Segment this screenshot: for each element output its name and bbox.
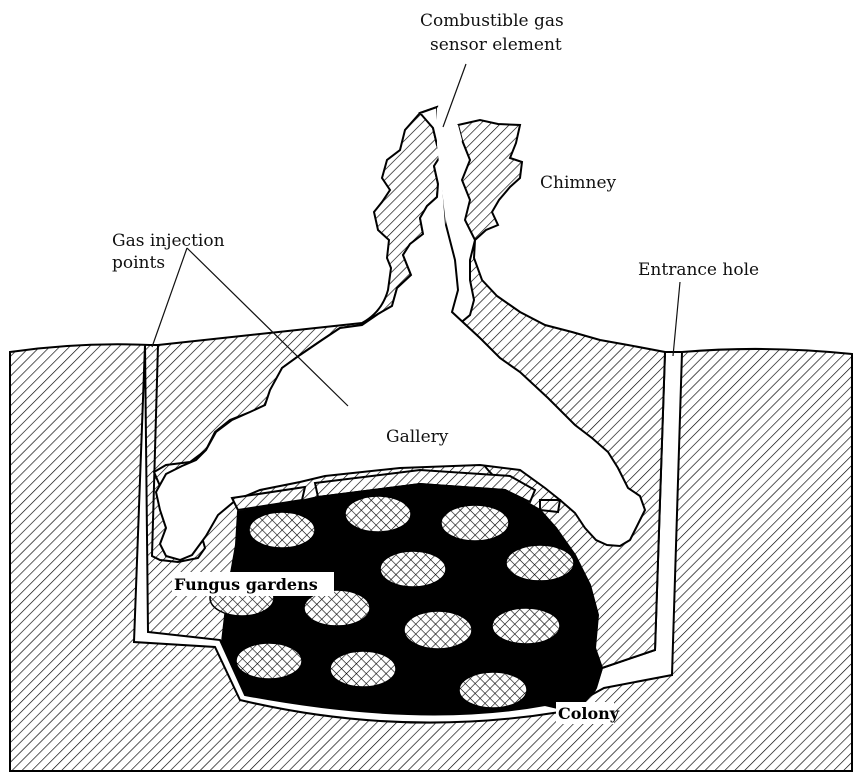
- leader-entrance-hole: [673, 282, 680, 356]
- fungus-garden: [492, 608, 560, 644]
- fungus-garden: [236, 643, 302, 679]
- label-combustible-sensor-line2: sensor element: [430, 35, 562, 55]
- label-colony: Colony: [558, 704, 620, 723]
- leader-sensor: [443, 64, 466, 127]
- fungus-garden: [345, 496, 411, 532]
- label-combustible-sensor-line1: Combustible gas: [420, 11, 564, 31]
- label-gas-injection-line1: Gas injection: [112, 231, 225, 251]
- fungus-garden: [404, 611, 472, 649]
- label-gas-injection-line2: points: [112, 253, 165, 273]
- label-chimney: Chimney: [540, 173, 617, 193]
- fungus-garden: [330, 651, 396, 687]
- fungus-garden: [459, 672, 527, 708]
- label-entrance-hole: Entrance hole: [638, 260, 759, 280]
- label-fungus-gardens: Fungus gardens: [174, 575, 318, 594]
- label-gallery: Gallery: [386, 427, 449, 447]
- fungus-garden: [380, 551, 446, 587]
- fungus-garden: [441, 505, 509, 541]
- fungus-garden: [249, 512, 315, 548]
- cap-plate-right: [540, 500, 560, 512]
- fungus-garden: [506, 545, 574, 581]
